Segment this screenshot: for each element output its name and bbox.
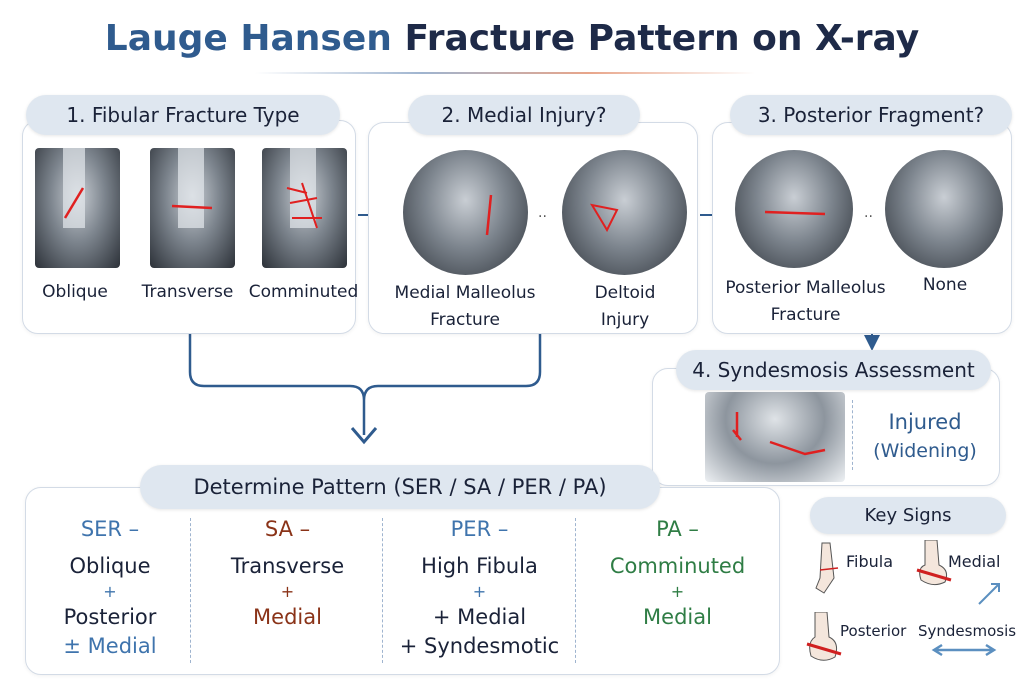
syndesmosis-result-detail: (Widening) bbox=[873, 440, 977, 462]
pattern-pa: PA – Comminuted + Medial bbox=[580, 515, 775, 632]
posterior-icon bbox=[806, 612, 842, 661]
syndesmosis-result: Injured bbox=[888, 410, 962, 434]
pattern-ser: SER – Oblique + Posterior ± Medial bbox=[30, 515, 190, 661]
key-sign-posterior: Posterior bbox=[840, 622, 907, 640]
pattern-name: PER – bbox=[450, 517, 509, 541]
xray-posterior-malleolus bbox=[735, 150, 853, 268]
pattern-per: PER – High Fibula + + Medial + Syndesmot… bbox=[387, 515, 572, 661]
xray-comminuted bbox=[262, 148, 347, 268]
pattern-line: + bbox=[670, 582, 685, 601]
label-oblique: Oblique bbox=[42, 282, 108, 302]
fibula-icon bbox=[815, 542, 839, 594]
key-sign-medial: Medial bbox=[948, 552, 1001, 571]
pattern-header: Determine Pattern (SER / SA / PER / PA) bbox=[140, 465, 660, 509]
xray-oblique bbox=[35, 148, 120, 268]
title-underline bbox=[255, 72, 755, 74]
pattern-line: Oblique bbox=[69, 554, 151, 578]
pattern-line: + bbox=[472, 582, 487, 601]
key-sign-fibula: Fibula bbox=[846, 552, 894, 571]
xray-none bbox=[885, 150, 1003, 268]
pattern-line: Medial bbox=[643, 605, 712, 629]
separator: .. bbox=[538, 205, 547, 221]
pattern-line: ± Medial bbox=[63, 634, 157, 658]
label-posterior-malleolus: Posterior Malleolus Fracture bbox=[725, 278, 886, 325]
xray-transverse bbox=[150, 148, 235, 268]
divider bbox=[190, 518, 191, 663]
divider bbox=[852, 400, 853, 470]
pattern-line: Transverse bbox=[230, 554, 345, 578]
double-arrow-icon bbox=[931, 643, 997, 657]
title-rest: Fracture Pattern on X-ray bbox=[404, 18, 920, 59]
pattern-name: PA – bbox=[656, 517, 699, 541]
step2-header: 2. Medial Injury? bbox=[408, 95, 640, 135]
xray-syndesmosis bbox=[705, 392, 845, 482]
pattern-line: + Medial bbox=[432, 605, 527, 629]
pattern-sa: SA – Transverse + Medial bbox=[195, 515, 380, 632]
label-comminuted: Comminuted bbox=[248, 282, 359, 302]
pattern-line: + bbox=[103, 582, 117, 601]
xray-medial-malleolus bbox=[403, 150, 528, 275]
separator: .. bbox=[864, 205, 873, 221]
divider bbox=[382, 518, 383, 663]
step1-header: 1. Fibular Fracture Type bbox=[26, 95, 340, 135]
step3-header: 3. Posterior Fragment? bbox=[730, 95, 1012, 135]
pattern-line: + Syndesmotic bbox=[399, 634, 560, 658]
step4-header: 4. Syndesmosis Assessment bbox=[676, 350, 991, 390]
pattern-line: Posterior bbox=[63, 605, 157, 629]
arrow-up-right-icon bbox=[978, 583, 1000, 605]
divider bbox=[575, 518, 576, 663]
pattern-line: + bbox=[280, 582, 295, 601]
pattern-name: SA – bbox=[264, 517, 311, 541]
pattern-name: SER – bbox=[80, 517, 140, 541]
arrow-to-pattern bbox=[350, 427, 378, 445]
page-title: Lauge Hansen Fracture Pattern on X-ray bbox=[0, 18, 1024, 59]
pattern-panel bbox=[25, 487, 780, 675]
pattern-line: Medial bbox=[253, 605, 322, 629]
label-none: None bbox=[922, 275, 968, 295]
label-deltoid: Deltoid Injury bbox=[594, 283, 656, 330]
merge-lines bbox=[188, 322, 542, 435]
key-signs-header: Key Signs bbox=[810, 497, 1006, 534]
title-highlight: Lauge Hansen bbox=[104, 18, 392, 59]
key-sign-syndesmosis: Syndesmosis bbox=[918, 622, 1017, 640]
pattern-line: Comminuted bbox=[609, 554, 746, 578]
pattern-line: High Fibula bbox=[421, 554, 538, 578]
medial-icon bbox=[916, 540, 952, 586]
label-transverse: Transverse bbox=[141, 282, 234, 302]
xray-deltoid bbox=[562, 150, 687, 275]
label-medial-malleolus: Medial Malleolus Fracture bbox=[394, 283, 536, 330]
